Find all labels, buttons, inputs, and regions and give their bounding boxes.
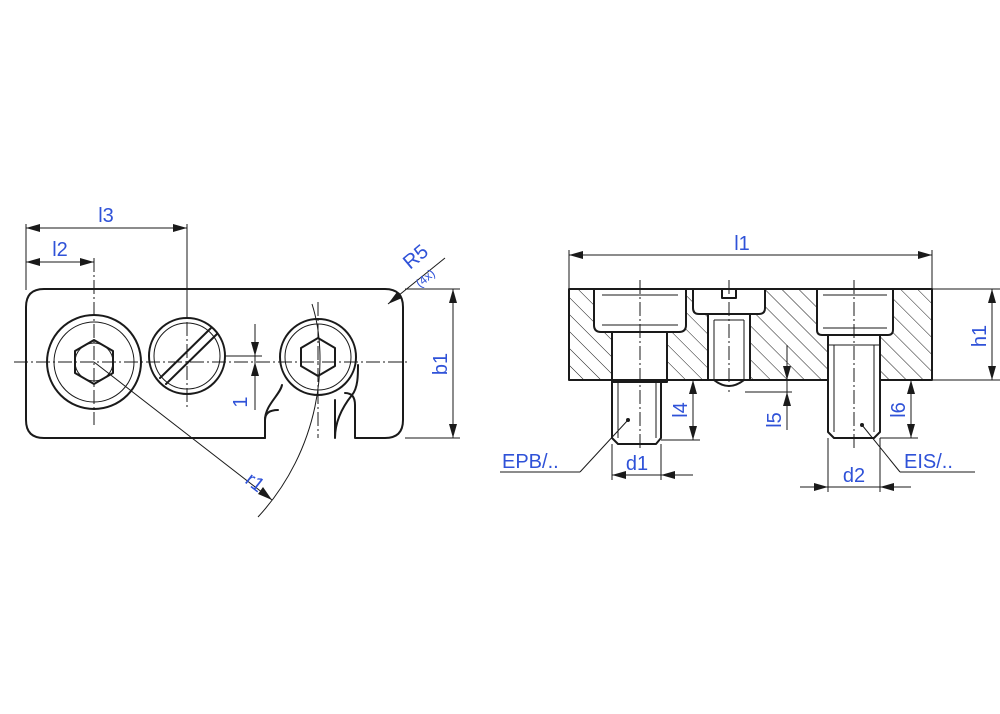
screw-shank-right-inner bbox=[828, 344, 880, 432]
dim-l2: l2 bbox=[26, 239, 94, 266]
dim-one: 1 bbox=[225, 324, 262, 410]
screw-head-right-chamfer bbox=[823, 294, 887, 329]
dim-d2: d2 bbox=[800, 438, 911, 492]
block-outline bbox=[25, 288, 404, 439]
leader-epb: EPB/.. bbox=[500, 418, 630, 473]
slot-edge-left bbox=[264, 384, 283, 439]
label-d1: d1 bbox=[626, 453, 648, 475]
dim-h1: h1 bbox=[932, 288, 1000, 381]
thread-left bbox=[611, 381, 662, 445]
dim-d1: d1 bbox=[611, 444, 693, 480]
label-b1: b1 bbox=[430, 353, 452, 375]
label-l1: l1 bbox=[734, 233, 750, 255]
dim-l6: l6 bbox=[880, 380, 918, 439]
dim-l3: l3 bbox=[25, 205, 188, 318]
label-epb: EPB/.. bbox=[502, 451, 559, 473]
section-view: l1 h1 l4 l5 bbox=[500, 233, 1000, 492]
section-outline bbox=[568, 288, 933, 381]
dim-r5: R5 (4x) bbox=[387, 241, 446, 305]
screw-slot bbox=[159, 327, 218, 385]
label-d2: d2 bbox=[843, 465, 865, 487]
label-l4: l4 bbox=[670, 402, 692, 418]
label-one: 1 bbox=[230, 396, 252, 407]
dim-l1: l1 bbox=[568, 233, 933, 289]
dim-b1: b1 bbox=[405, 288, 460, 439]
top-view: l3 l2 R5 (4x) b1 bbox=[14, 205, 460, 518]
label-l2: l2 bbox=[52, 239, 68, 261]
screw-shank-middle bbox=[707, 313, 751, 381]
label-eis: EIS/.. bbox=[904, 451, 953, 473]
label-l6: l6 bbox=[888, 402, 910, 418]
label-h1: h1 bbox=[969, 325, 991, 347]
dim-l5: l5 bbox=[745, 345, 792, 430]
screw-head-right bbox=[816, 288, 894, 336]
label-l3: l3 bbox=[98, 205, 114, 227]
dim-l4: l4 bbox=[661, 380, 700, 441]
label-l5: l5 bbox=[764, 412, 786, 428]
slot-edge-right bbox=[334, 364, 359, 439]
thread-left-inner bbox=[617, 382, 657, 438]
hex-socket-1 bbox=[74, 339, 114, 385]
leader-eis: EIS/.. bbox=[860, 423, 975, 473]
